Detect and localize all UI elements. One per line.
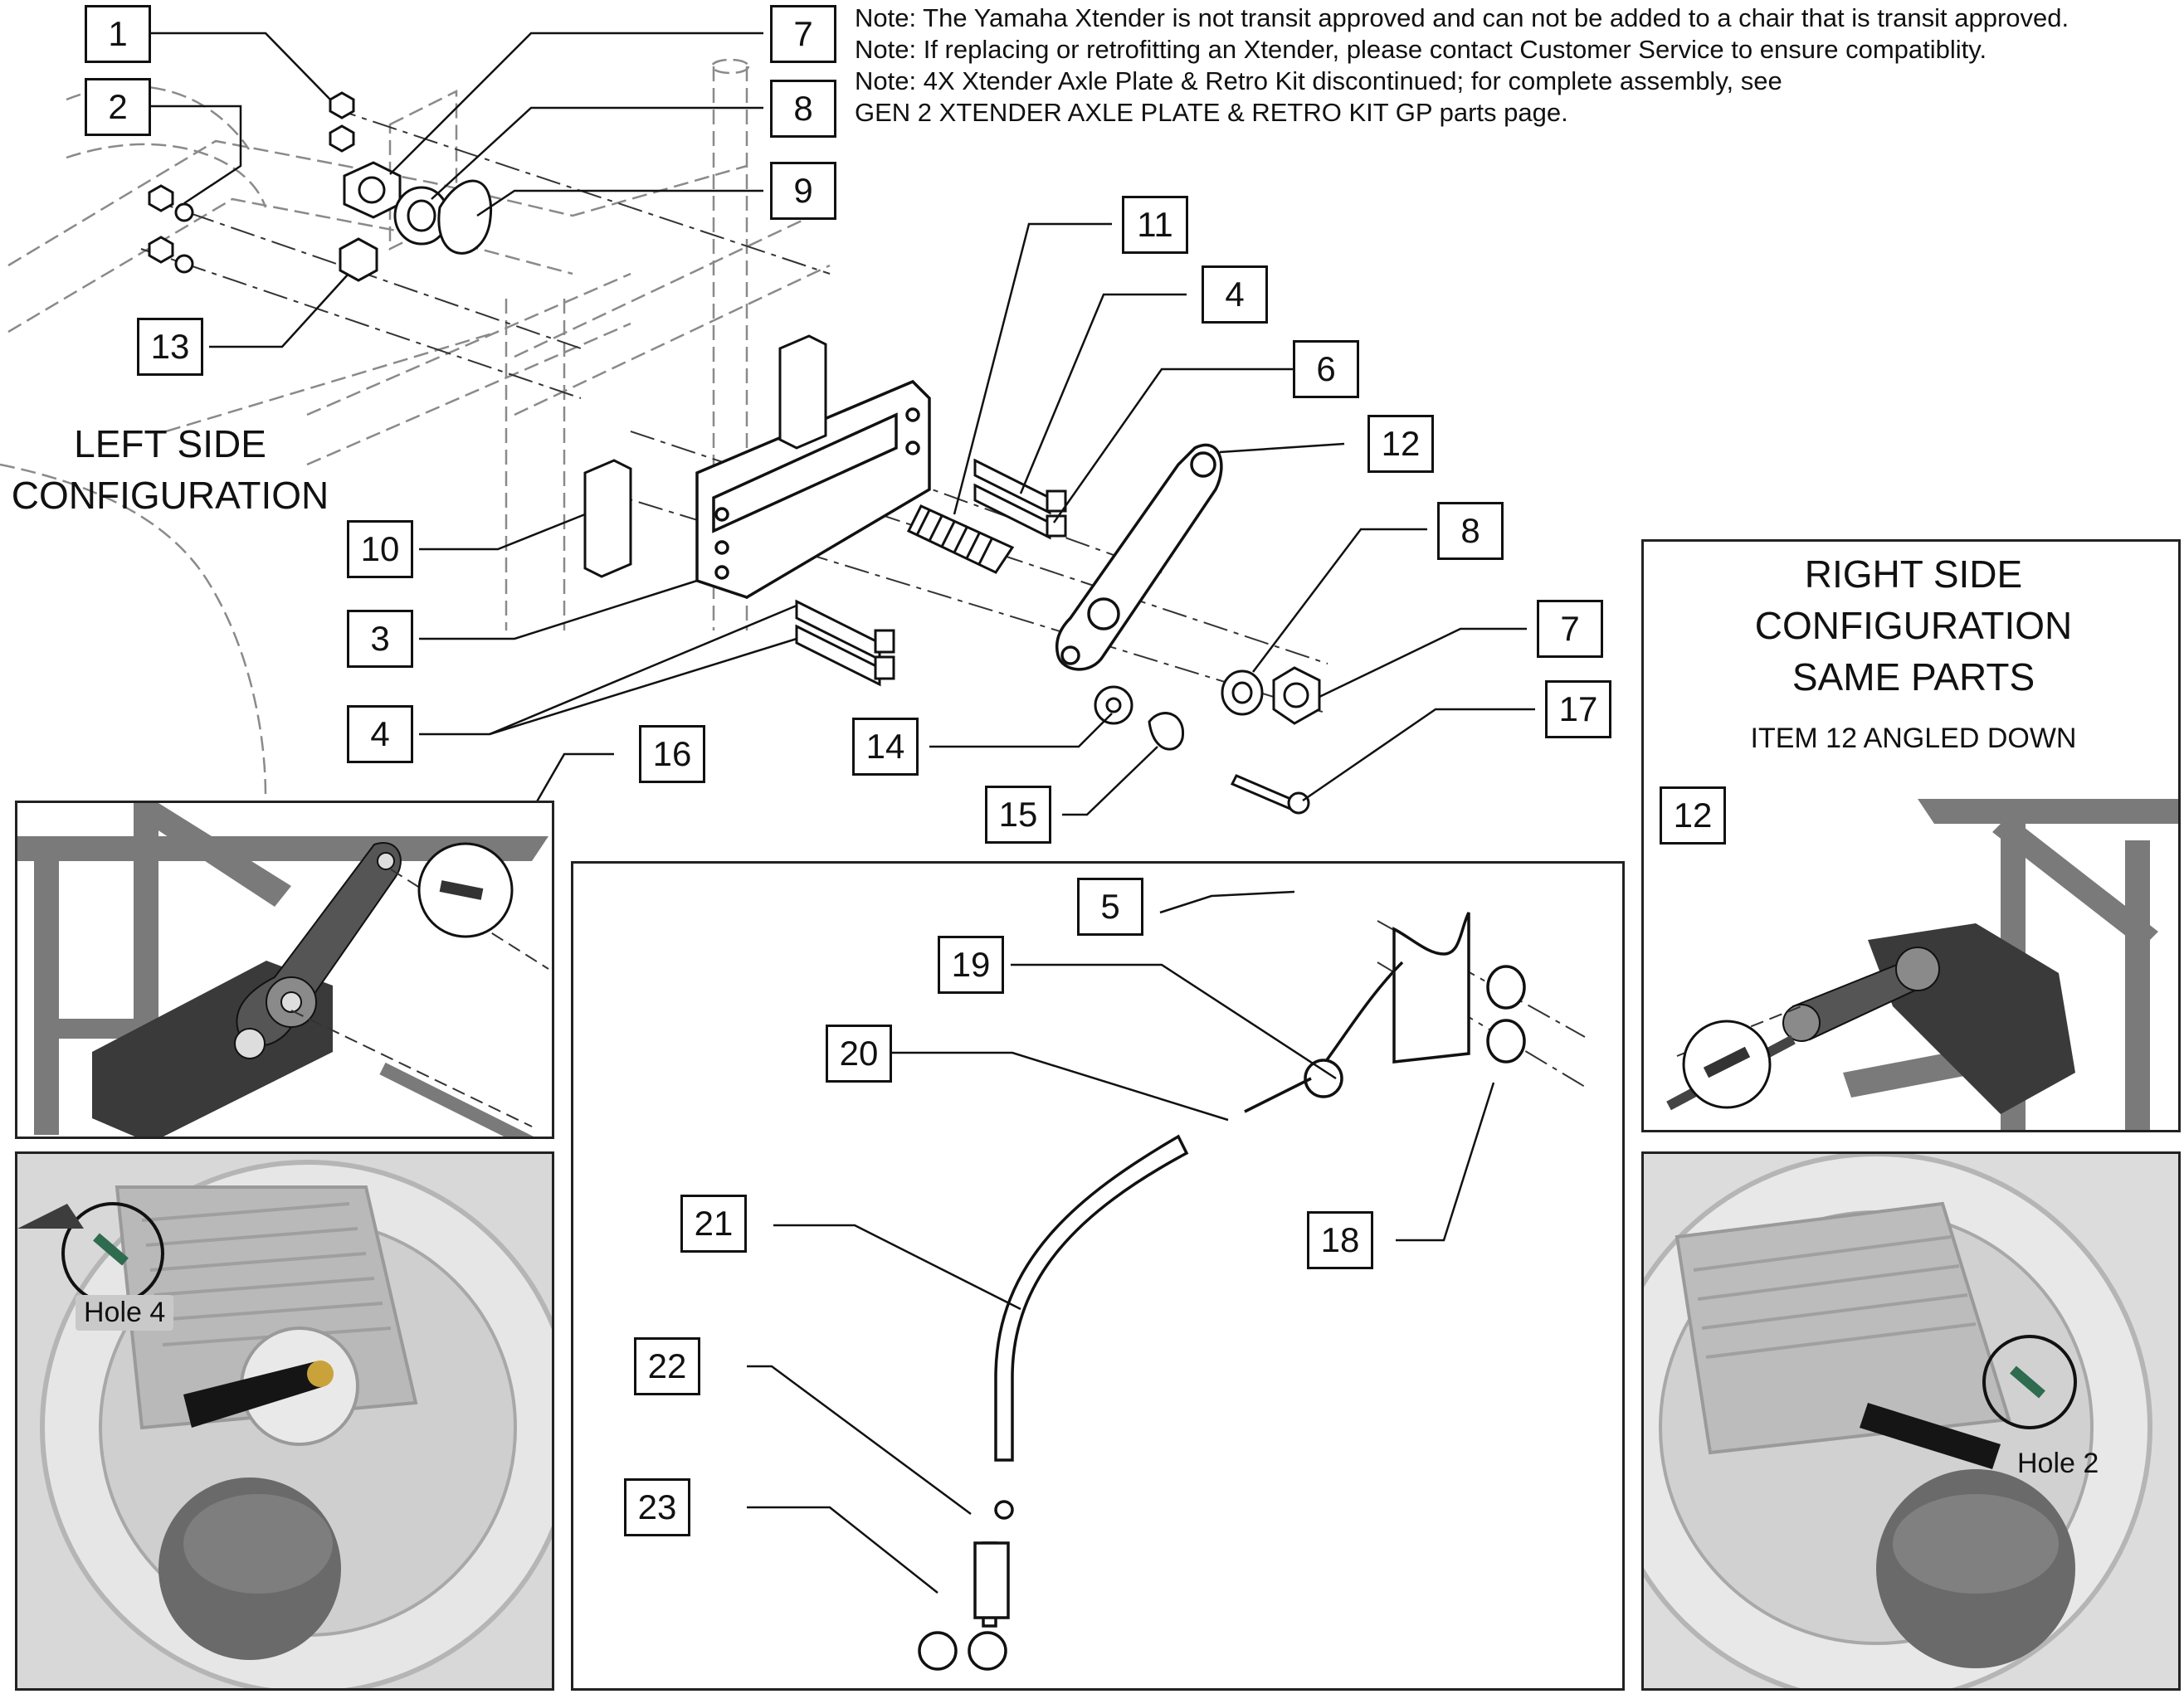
washers-and-nuts	[1094, 666, 1321, 815]
left-motor-illustration	[17, 1154, 552, 1688]
left-bracket-inset	[15, 801, 554, 1139]
xtender-assembly	[918, 912, 1526, 1671]
callout-17: 17	[1545, 680, 1611, 738]
note-gen2-reference: GEN 2 XTENDER AXLE PLATE & RETRO KIT GP …	[855, 98, 1568, 127]
callout-20: 20	[826, 1025, 892, 1083]
callout-12-left: 12	[1367, 415, 1434, 473]
callout-22: 22	[634, 1337, 700, 1395]
right-config-subtitle: ITEM 12 ANGLED DOWN	[1750, 723, 2077, 754]
callout-1: 1	[85, 5, 151, 63]
leader-lines	[151, 32, 1811, 1594]
left-bracket-illustration	[17, 803, 549, 1137]
callout-4-upper: 4	[1202, 265, 1268, 324]
hole-2-label: Hole 2	[2017, 1448, 2099, 1479]
note-transit: Note: The Yamaha Xtender is not transit …	[855, 3, 2069, 32]
callout-13: 13	[137, 318, 203, 376]
spacer-blocks	[583, 334, 827, 578]
callout-18: 18	[1307, 1211, 1373, 1269]
callout-4-lower: 4	[347, 705, 413, 763]
callout-8-right: 8	[1437, 502, 1504, 560]
left-motor-photo: Hole 4	[15, 1151, 554, 1691]
callout-19: 19	[938, 936, 1004, 994]
note-discontinued: Note: 4X Xtender Axle Plate & Retro Kit …	[855, 66, 1782, 95]
callout-21: 21	[680, 1195, 747, 1253]
callout-23: 23	[624, 1478, 690, 1536]
right-config-title: RIGHT SIDE CONFIGURATION SAME PARTS	[1644, 548, 2178, 703]
right-config-line2: CONFIGURATION	[1754, 604, 2073, 647]
callout-8-top: 8	[770, 80, 836, 138]
callout-12-right: 12	[1660, 786, 1726, 845]
xtender-assembly-panel	[571, 861, 1625, 1691]
note-customer-service: Note: If replacing or retrofitting an Xt…	[855, 35, 1987, 64]
callout-14: 14	[852, 718, 919, 776]
callout-6: 6	[1293, 340, 1359, 398]
callout-3: 3	[347, 610, 413, 668]
callout-15: 15	[985, 786, 1051, 844]
left-config-line2: CONFIGURATION	[11, 474, 329, 517]
chair-frame-ghost	[0, 58, 831, 797]
callout-10: 10	[347, 520, 413, 578]
right-motor-illustration	[1644, 1154, 2178, 1688]
right-config-line1: RIGHT SIDE	[1804, 552, 2023, 596]
spring	[906, 504, 1015, 574]
callout-16: 16	[639, 725, 705, 783]
callout-9: 9	[770, 162, 836, 220]
callout-7-top: 7	[770, 5, 836, 63]
callout-2: 2	[85, 78, 151, 136]
right-config-panel: RIGHT SIDE CONFIGURATION SAME PARTS ITEM…	[1641, 539, 2181, 1132]
callout-5: 5	[1077, 878, 1143, 936]
hardware-nuts	[148, 91, 492, 282]
callout-11: 11	[1122, 196, 1188, 254]
left-config-label: LEFT SIDE CONFIGURATION	[8, 418, 332, 521]
bolts	[795, 458, 1067, 687]
hole-4-label: Hole 4	[76, 1295, 174, 1331]
right-config-line3: SAME PARTS	[1792, 655, 2035, 699]
right-bracket-illustration	[1666, 799, 2178, 1130]
axle-plate	[695, 379, 931, 599]
right-motor-photo: Hole 2	[1641, 1151, 2181, 1691]
arm-bracket	[1055, 443, 1223, 671]
left-config-line1: LEFT SIDE	[74, 422, 266, 465]
callout-7-right: 7	[1537, 600, 1603, 658]
